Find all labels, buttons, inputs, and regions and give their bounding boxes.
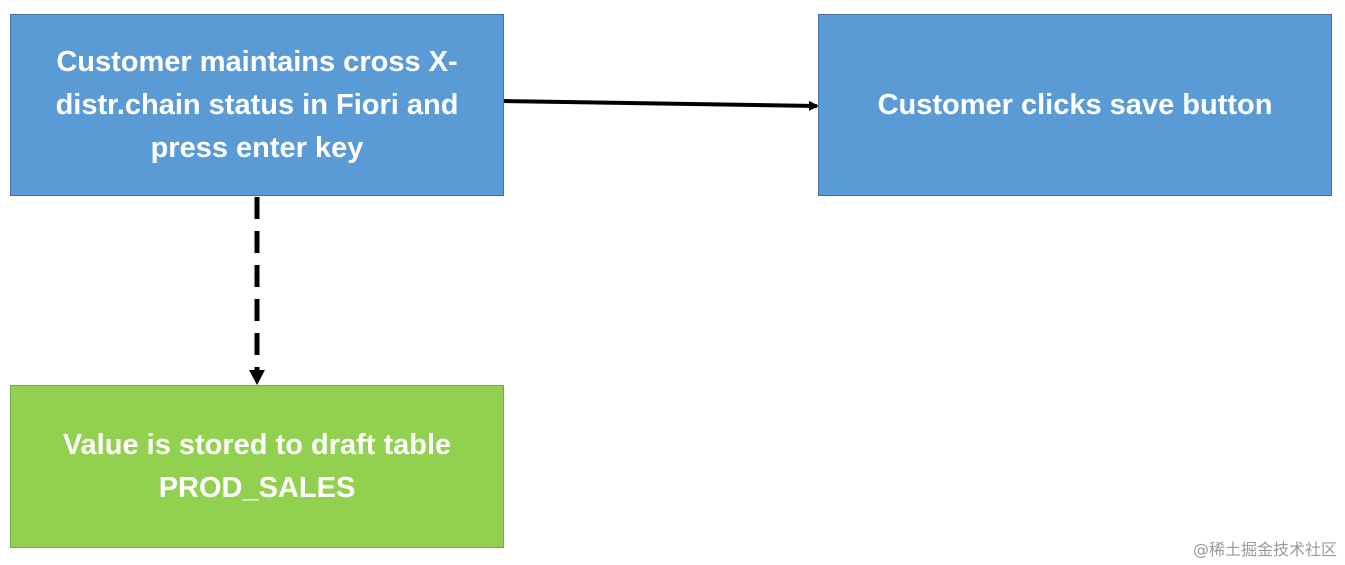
dashed-arrow-head	[249, 370, 265, 385]
step-box-click-save: Customer clicks save button	[818, 14, 1332, 196]
step-box-draft-table: Value is stored to draft table PROD_SALE…	[10, 385, 504, 548]
step-text-click-save: Customer clicks save button	[877, 88, 1273, 121]
watermark: @稀土掘金技术社区	[1192, 540, 1337, 559]
solid-arrow-enter-to-save	[503, 99, 819, 111]
step-text-draft-table: Value is stored to draft table PROD_SALE…	[62, 428, 452, 504]
step-text-enter-status: Customer maintains cross X- distr.chain …	[55, 45, 459, 164]
step-box-enter-status: Customer maintains cross X- distr.chain …	[10, 14, 504, 196]
